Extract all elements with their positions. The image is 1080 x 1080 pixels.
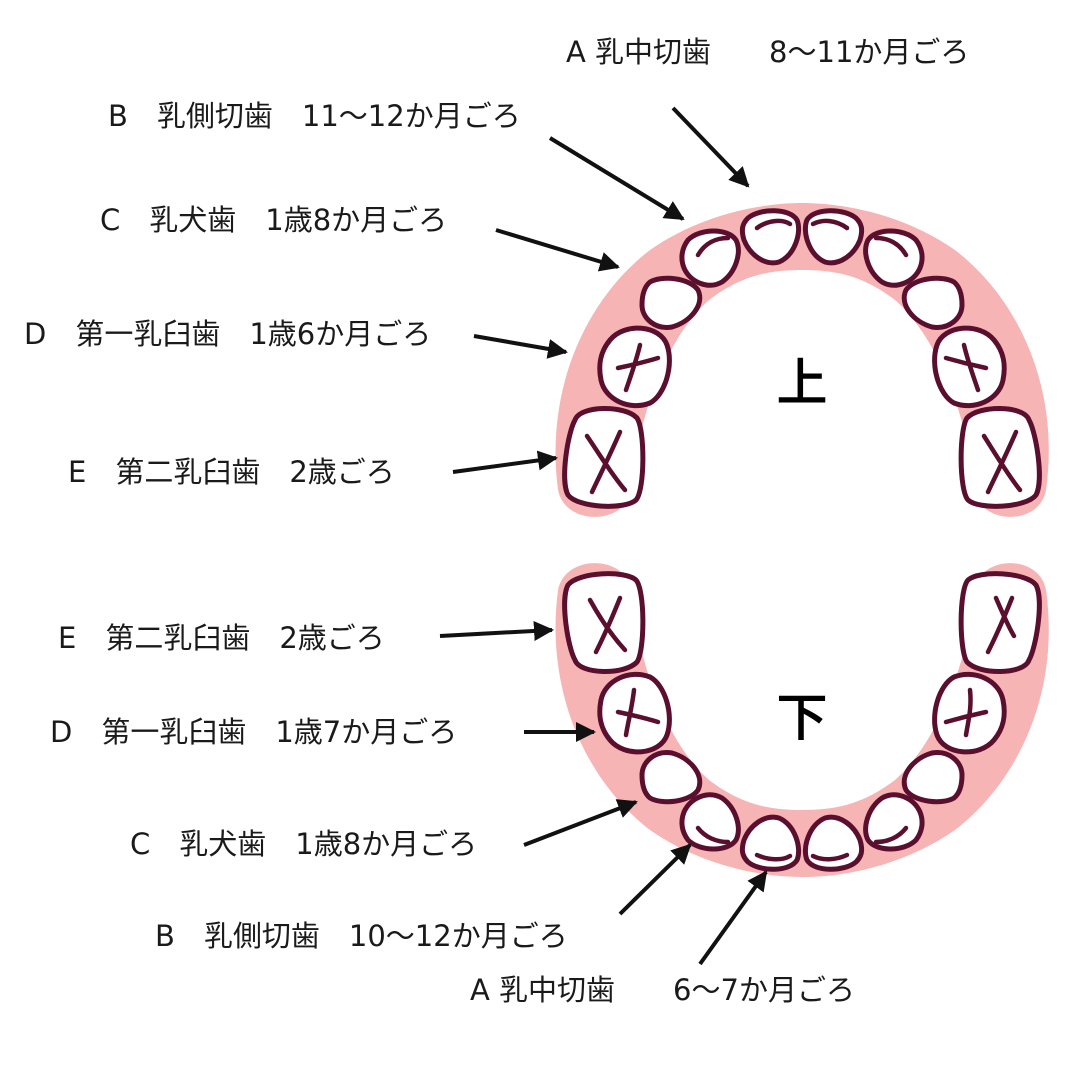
lower-arrow-e xyxy=(439,620,554,641)
upper-arrow-b xyxy=(548,136,685,221)
lower-tooth-c-left xyxy=(639,750,703,805)
upper-tooth-a-left-mark xyxy=(754,218,793,231)
upper-arrow-c xyxy=(495,228,620,272)
lower-tooth-e-right-mark xyxy=(985,595,1017,655)
lower-label-a: A 乳中切歯 6〜7か月ごろ xyxy=(470,973,855,1007)
upper-tooth-a-left xyxy=(739,208,802,266)
upper-arrow-d xyxy=(473,334,568,359)
upper-tooth-a-right-mark xyxy=(810,218,850,231)
lower-tooth-d-left xyxy=(597,671,672,755)
lower-tooth-a-left-mark xyxy=(754,852,793,862)
lower-tooth-d-left-mark xyxy=(615,687,661,738)
lower-label-e: E 第二乳臼歯 2歳ごろ xyxy=(58,621,385,655)
upper-label-a: A 乳中切歯 8〜11か月ごろ xyxy=(566,35,969,69)
upper-tooth-c-left xyxy=(639,275,703,330)
upper-arrow-a xyxy=(671,106,750,188)
lower-tooth-b-right-mark xyxy=(873,825,909,845)
upper-tooth-b-left-mark xyxy=(695,235,731,258)
lower-label-c: C 乳犬歯 1歳8か月ごろ xyxy=(130,827,477,861)
lower-tooth-e-left-mark xyxy=(587,595,628,655)
lower-tooth-b-left xyxy=(679,792,741,852)
upper-tooth-d-right-mark xyxy=(943,342,989,393)
upper-tooth-e-right xyxy=(958,406,1042,509)
lower-tooth-c-right xyxy=(901,750,965,805)
upper-tooth-e-right-mark xyxy=(981,429,1023,495)
lower-tooth-a-left xyxy=(739,814,802,872)
upper-tooth-e-left-mark xyxy=(584,429,628,495)
lower-tooth-d-right-mark xyxy=(943,687,989,738)
lower-tooth-b-right xyxy=(863,792,925,852)
lower-jaw-label: 下 xyxy=(777,689,827,747)
lower-arrow-c xyxy=(523,799,638,847)
upper-label-b: B 乳側切歯 11〜12か月ごろ xyxy=(108,99,521,133)
lower-label-b: B 乳側切歯 10〜12か月ごろ xyxy=(155,919,568,953)
lower-tooth-a-right xyxy=(802,814,865,872)
lower-tooth-b-left-mark xyxy=(695,825,731,845)
lower-tooth-a-right-mark xyxy=(810,852,850,862)
lower-label-d: D 第一乳臼歯 1歳7か月ごろ xyxy=(50,715,457,749)
upper-jaw-label: 上 xyxy=(777,354,827,412)
upper-tooth-d-left-mark xyxy=(615,342,661,393)
lower-arrow-b xyxy=(618,843,692,916)
upper-label-e: E 第二乳臼歯 2歳ごろ xyxy=(68,455,395,489)
upper-labels: A 乳中切歯 8〜11か月ごろ B 乳側切歯 11〜12か月ごろ C 乳犬歯 1… xyxy=(24,35,969,489)
upper-label-c: C 乳犬歯 1歳8か月ごろ xyxy=(100,203,447,237)
lower-labels: E 第二乳臼歯 2歳ごろ D 第一乳臼歯 1歳7か月ごろ C 乳犬歯 1歳8か月… xyxy=(50,620,855,1007)
upper-jaw: 上 xyxy=(555,203,1049,517)
upper-tooth-b-left xyxy=(679,228,741,288)
lower-jaw: 下 xyxy=(555,563,1049,877)
upper-arrow-e xyxy=(452,450,558,474)
upper-tooth-b-right-mark xyxy=(873,235,909,258)
upper-tooth-b-right xyxy=(863,228,925,288)
upper-tooth-a-right xyxy=(802,208,865,266)
lower-arrow-a xyxy=(698,870,768,966)
upper-tooth-c-right xyxy=(901,275,965,330)
upper-label-d: D 第一乳臼歯 1歳6か月ごろ xyxy=(24,317,431,351)
